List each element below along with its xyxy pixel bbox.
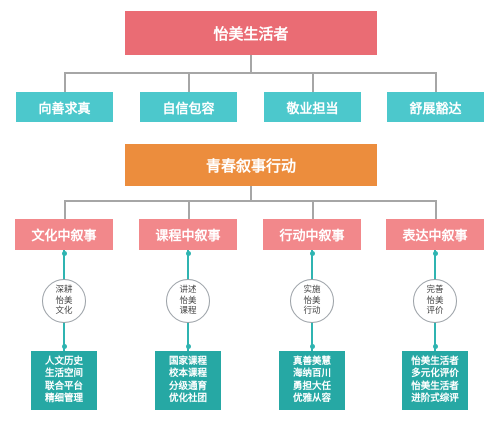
circle-line: 实施 xyxy=(303,285,321,296)
leaf-item: 联合平台 xyxy=(44,380,83,392)
leaf-item: 国家课程 xyxy=(168,355,207,367)
branch-node: 文化中叙事 xyxy=(15,219,113,250)
leaf-item: 校本课程 xyxy=(168,368,207,379)
circle-line: 行动 xyxy=(303,306,321,317)
connector xyxy=(64,72,436,74)
connector xyxy=(435,200,437,219)
branch-node: 行动中叙事 xyxy=(263,219,361,250)
circle-node: 完善 怡美 评价 xyxy=(413,279,457,323)
circle-line: 怡美 xyxy=(426,295,444,306)
connector xyxy=(188,200,190,219)
leaf-item: 怡美生活者 xyxy=(411,355,459,367)
circle-node: 实施 怡美 行动 xyxy=(290,279,334,323)
circle-node: 深耕 怡美 文化 xyxy=(42,279,86,323)
circle-line: 评价 xyxy=(426,306,444,317)
connector-dot xyxy=(309,344,315,349)
leaf-item: 分级通育 xyxy=(168,380,207,392)
connector xyxy=(64,200,436,202)
leaf-item: 勇担大任 xyxy=(292,380,331,392)
connector xyxy=(312,72,314,92)
leaf-item: 多元化评价 xyxy=(411,368,459,379)
root-node: 怡美生活者 xyxy=(125,11,377,55)
connector-dot xyxy=(185,251,191,256)
leaf-node: 怡美生活者 多元化评价 怡美生活者 进阶式综评 xyxy=(402,351,468,410)
circle-line: 怡美 xyxy=(303,295,321,306)
leaf-item: 精细管理 xyxy=(44,393,83,404)
value-node: 舒展豁达 xyxy=(387,92,484,122)
action-node: 青春叙事行动 xyxy=(125,144,377,186)
connector-dot xyxy=(185,344,191,349)
leaf-item: 优雅从容 xyxy=(292,393,331,404)
circle-line: 讲述 xyxy=(179,285,197,296)
leaf-node: 国家课程 校本课程 分级通育 优化社团 xyxy=(155,351,221,410)
connector xyxy=(250,55,252,73)
circle-line: 完善 xyxy=(426,285,444,296)
leaf-item: 真善美慧 xyxy=(292,355,331,367)
connector xyxy=(188,72,190,92)
connector-dot xyxy=(432,344,438,349)
connector xyxy=(64,200,66,219)
circle-line: 怡美 xyxy=(55,295,73,306)
circle-line: 深耕 xyxy=(55,285,73,296)
leaf-item: 进阶式综评 xyxy=(411,393,459,404)
circle-line: 课程 xyxy=(179,306,197,317)
connector xyxy=(64,72,66,92)
leaf-item: 生活空间 xyxy=(44,368,83,379)
branch-node: 表达中叙事 xyxy=(386,219,484,250)
value-node: 向善求真 xyxy=(16,92,113,122)
leaf-item: 怡美生活者 xyxy=(411,380,459,392)
leaf-item: 人文历史 xyxy=(44,355,83,367)
connector xyxy=(250,186,252,201)
value-node: 敬业担当 xyxy=(264,92,361,122)
connector-dot xyxy=(61,251,67,256)
leaf-node: 真善美慧 海纳百川 勇担大任 优雅从容 xyxy=(279,351,345,410)
circle-line: 文化 xyxy=(55,306,73,317)
connector xyxy=(312,200,314,219)
leaf-item: 海纳百川 xyxy=(292,368,331,379)
connector-dot xyxy=(309,251,315,256)
connector-dot xyxy=(61,344,67,349)
circle-line: 怡美 xyxy=(179,295,197,306)
value-node: 自信包容 xyxy=(140,92,237,122)
circle-node: 讲述 怡美 课程 xyxy=(166,279,210,323)
connector-dot xyxy=(432,251,438,256)
connector xyxy=(435,72,437,92)
leaf-item: 优化社团 xyxy=(168,393,207,404)
leaf-node: 人文历史 生活空间 联合平台 精细管理 xyxy=(31,351,97,410)
branch-node: 课程中叙事 xyxy=(139,219,237,250)
